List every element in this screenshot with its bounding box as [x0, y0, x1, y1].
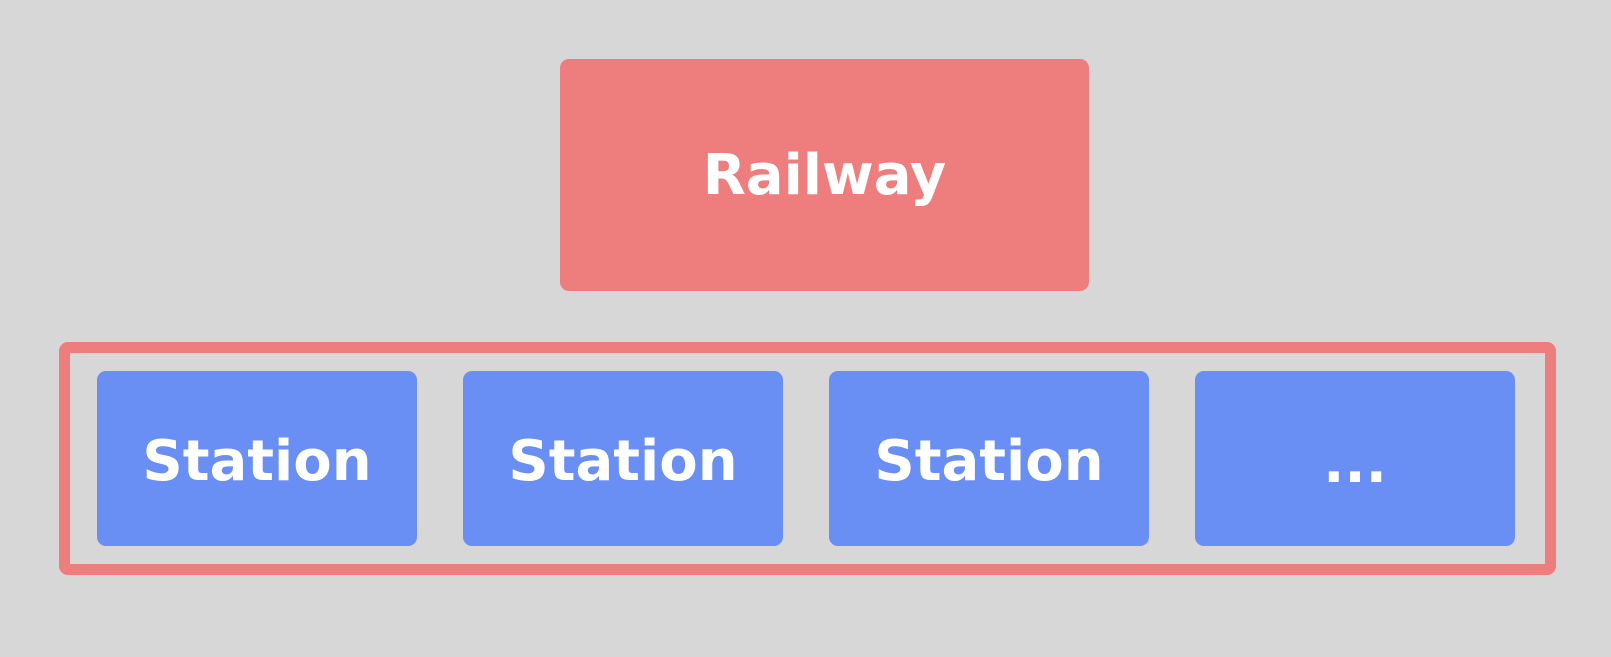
station-label-2: Station	[508, 428, 738, 494]
stations-group-frame	[59, 342, 1556, 575]
station-node-1: Station	[97, 371, 417, 546]
more-stations-node: ...	[1195, 371, 1515, 546]
railway-label: Railway	[702, 142, 947, 208]
station-node-3: Station	[829, 371, 1149, 546]
station-node-2: Station	[463, 371, 783, 546]
more-stations-label: ...	[1323, 430, 1387, 496]
railway-node: Railway	[560, 59, 1089, 291]
station-label-3: Station	[874, 428, 1104, 494]
station-label-1: Station	[142, 428, 372, 494]
